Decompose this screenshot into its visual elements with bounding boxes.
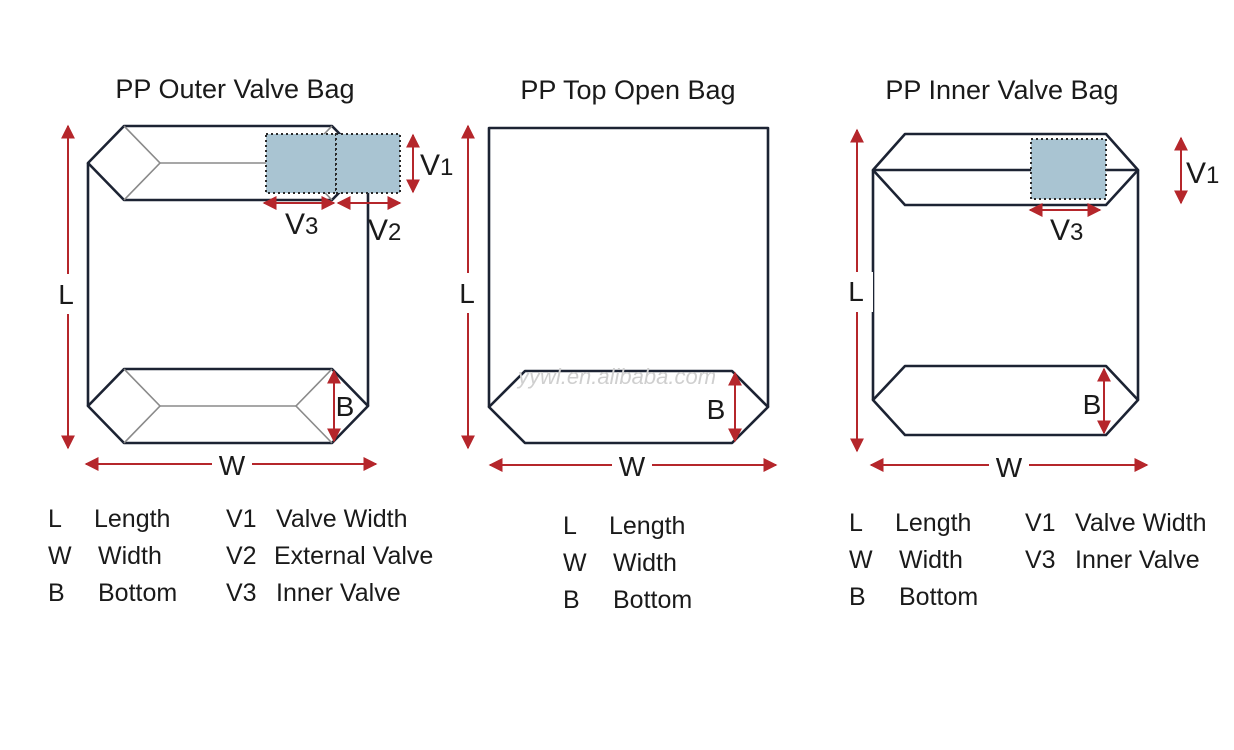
legend-label: Inner Valve <box>276 579 401 607</box>
legend-key: W <box>849 546 873 574</box>
inner-bag-valve-width-label: V1 <box>1186 157 1219 190</box>
top-open-bag-legend: L Length W Width B Bottom <box>563 512 763 622</box>
inner-bag-width-label: W <box>996 452 1023 483</box>
outer-valve-bag: PP Outer Valve Bag L W B V1 V3 <box>52 74 453 481</box>
legend-key: B <box>48 579 65 607</box>
outer-bag-width-label: W <box>219 450 246 481</box>
legend-key: W <box>563 549 587 577</box>
top-open-bag-title: PP Top Open Bag <box>520 75 735 105</box>
inner-bag-bottom-label: B <box>1083 389 1102 420</box>
outer-bag-bottom-fold-right <box>294 368 333 444</box>
legend-label: Bottom <box>899 583 979 611</box>
inner-bag-inner-valve-patch <box>1030 138 1107 200</box>
inner-bag-inner-valve-label: V3 <box>1050 214 1083 247</box>
top-open-bag-bottom-label: B <box>707 394 726 425</box>
inner-bag-bottom-block <box>871 364 1140 437</box>
legend-label: Bottom <box>613 586 693 614</box>
outer-bag-external-valve-label: V2 <box>368 214 401 247</box>
legend-key: L <box>48 505 62 533</box>
legend-key: B <box>849 583 866 611</box>
legend-key: V2 <box>226 542 257 570</box>
legend-label: Width <box>98 542 162 570</box>
legend-label: Length <box>895 509 972 537</box>
legend-label: Valve Width <box>276 505 408 533</box>
legend-label: External Valve <box>274 542 434 570</box>
legend-label: Width <box>899 546 963 574</box>
outer-valve-bag-legend: L Length W Width B Bottom V1 Valve Width V2 E… <box>48 505 468 615</box>
outer-bag-valve-width-label: V1 <box>420 149 453 182</box>
legend-label: Length <box>609 512 686 540</box>
watermark: yywl.en.alibaba.com <box>516 364 716 389</box>
inner-valve-bag: PP Inner Valve Bag L W B V1 V3 <box>841 75 1219 483</box>
legend-label: Bottom <box>98 579 178 607</box>
outer-bag-inner-valve-label: V3 <box>285 208 318 241</box>
legend-key: L <box>849 509 863 537</box>
inner-bag-length-label: L <box>848 276 864 307</box>
inner-valve-bag-legend: L Length W Width B Bottom V1 Valve Width V3 I… <box>849 509 1229 619</box>
outer-bag-inner-valve-patch <box>265 133 337 194</box>
outer-valve-bag-title: PP Outer Valve Bag <box>115 74 354 104</box>
legend-key: B <box>563 586 580 614</box>
outer-bag-external-valve-patch <box>335 133 401 194</box>
outer-bag-bottom-fold-left <box>123 368 162 444</box>
legend-label: Inner Valve <box>1075 546 1200 574</box>
legend-key: L <box>563 512 577 540</box>
top-open-bag-bottom-block <box>487 369 770 445</box>
top-open-bag-width-label: W <box>619 451 646 482</box>
legend-key: V1 <box>1025 509 1056 537</box>
top-open-bag-length-label: L <box>459 278 475 309</box>
legend-label: Width <box>613 549 677 577</box>
legend-label: Valve Width <box>1075 509 1207 537</box>
inner-valve-bag-title: PP Inner Valve Bag <box>885 75 1118 105</box>
outer-bag-top-fold-left <box>123 125 162 201</box>
legend-key: V1 <box>226 505 257 533</box>
outer-bag-length-label: L <box>58 279 74 310</box>
legend-label: Length <box>94 505 171 533</box>
legend-key: V3 <box>1025 546 1056 574</box>
legend-key: V3 <box>226 579 257 607</box>
top-open-bag-body <box>487 126 770 407</box>
outer-bag-bottom-label: B <box>336 391 355 422</box>
legend-key: W <box>48 542 72 570</box>
top-open-bag: PP Top Open Bag yywl.en.alibaba.com L W … <box>452 75 778 482</box>
